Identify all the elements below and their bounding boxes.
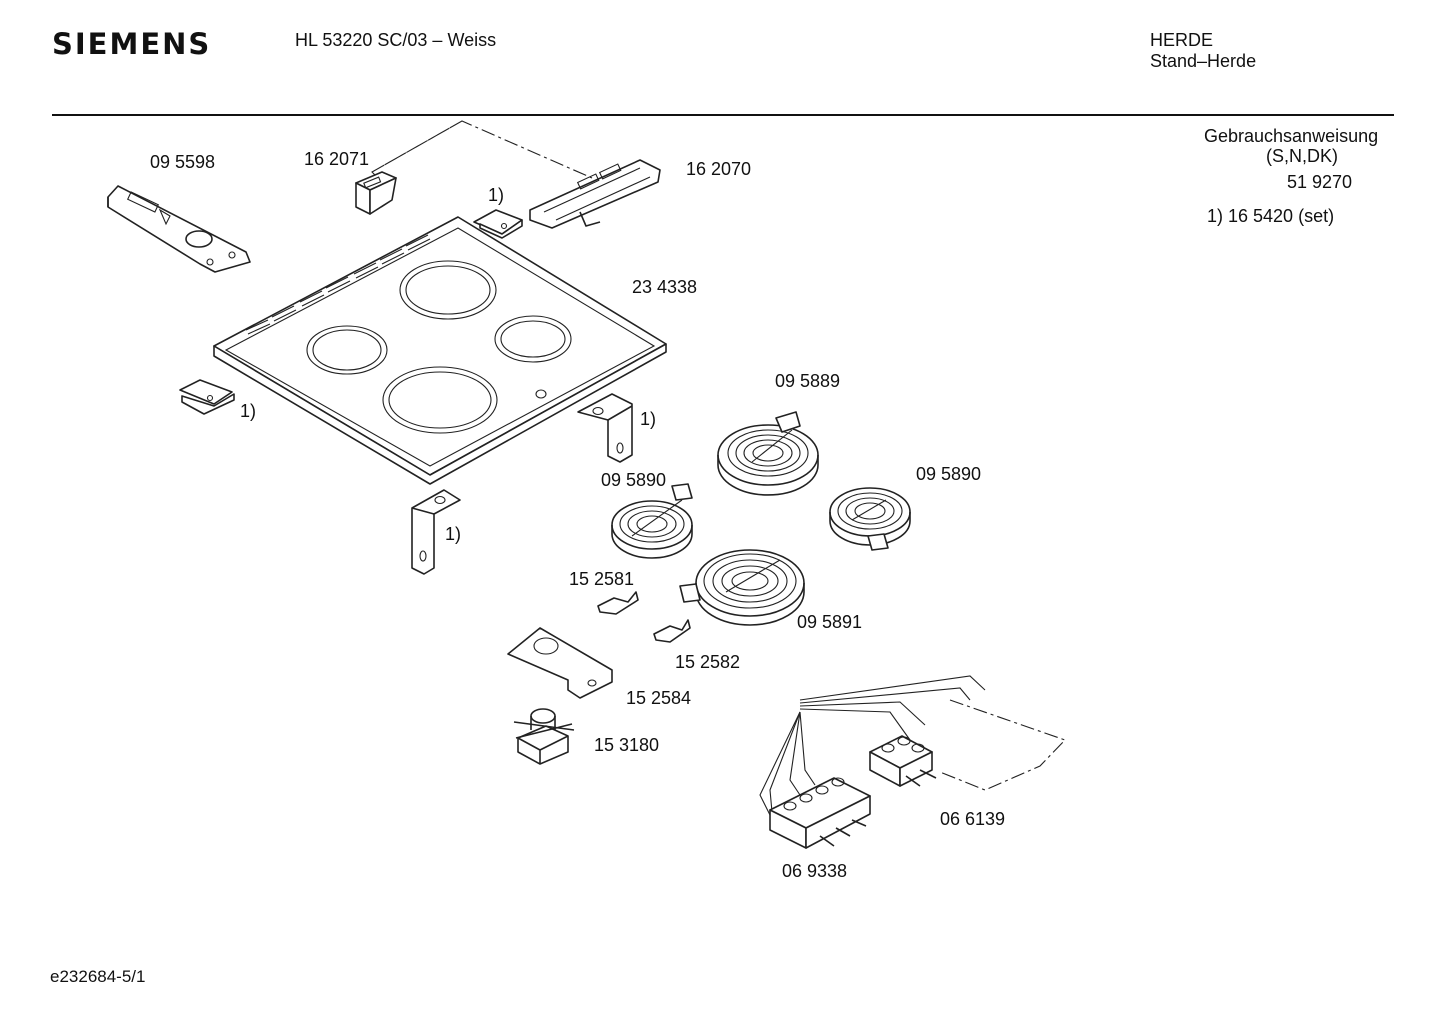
part-095890-heater-left[interactable] [611, 483, 693, 559]
brand-logo: SIEMENS [52, 27, 212, 61]
label-095598: 09 5598 [150, 152, 215, 172]
set-marker-lower: 1) [445, 524, 461, 544]
part-095891-dual-heater[interactable] [679, 549, 805, 626]
part-152582-clip[interactable] [653, 619, 691, 643]
label-069338: 06 9338 [782, 861, 847, 881]
header-divider [52, 114, 1394, 116]
part-bracket-right[interactable] [577, 393, 633, 463]
set-marker-right: 1) [640, 409, 656, 429]
part-152584-plate[interactable] [507, 627, 613, 699]
part-bracket-lower[interactable] [411, 489, 461, 575]
label-234338: 23 4338 [632, 277, 697, 297]
label-162071: 16 2071 [304, 149, 369, 169]
part-153180-regulator[interactable] [513, 708, 575, 765]
document-id: e232684-5/1 [50, 967, 146, 986]
set-marker-top: 1) [488, 185, 504, 205]
label-066139: 06 6139 [940, 809, 1005, 829]
part-162070-switch-strip[interactable] [529, 159, 661, 229]
part-152581-clip[interactable] [597, 591, 639, 615]
appliance-category: HERDE [1150, 30, 1214, 50]
part-069338-terminal[interactable] [769, 777, 871, 849]
part-234338-ceramic-hob[interactable] [213, 216, 667, 485]
part-095889-radiant-heater[interactable] [717, 411, 819, 496]
label-095890-left: 09 5890 [601, 470, 666, 490]
manual-title: Gebrauchsanweisung [1204, 126, 1379, 146]
label-153180: 15 3180 [594, 735, 659, 755]
part-162071-switch[interactable] [355, 171, 397, 215]
set-marker-left: 1) [240, 401, 256, 421]
label-095890-right: 09 5890 [916, 464, 981, 484]
label-152581: 15 2581 [569, 569, 634, 589]
label-095889: 09 5889 [775, 371, 840, 391]
label-152582: 15 2582 [675, 652, 740, 672]
part-wiring-harness[interactable] [759, 675, 1066, 816]
label-152584: 15 2584 [626, 688, 691, 708]
part-066139-terminal[interactable] [869, 735, 937, 787]
manual-languages: (S,N,DK) [1266, 146, 1338, 166]
model-number: HL 53220 SC/03 – Weiss [295, 30, 497, 50]
label-095891: 09 5891 [797, 612, 862, 632]
manual-part-number: 51 9270 [1287, 172, 1353, 192]
appliance-subcategory: Stand–Herde [1150, 51, 1257, 71]
part-095598-bracket[interactable] [107, 185, 251, 273]
part-clip-left[interactable] [179, 379, 235, 415]
set-note: 1) 16 5420 (set) [1207, 206, 1335, 226]
part-095890-heater-right[interactable] [829, 487, 911, 551]
label-162070: 16 2070 [686, 159, 751, 179]
part-clip-top[interactable] [473, 209, 523, 239]
leader-line-switch [371, 120, 593, 181]
